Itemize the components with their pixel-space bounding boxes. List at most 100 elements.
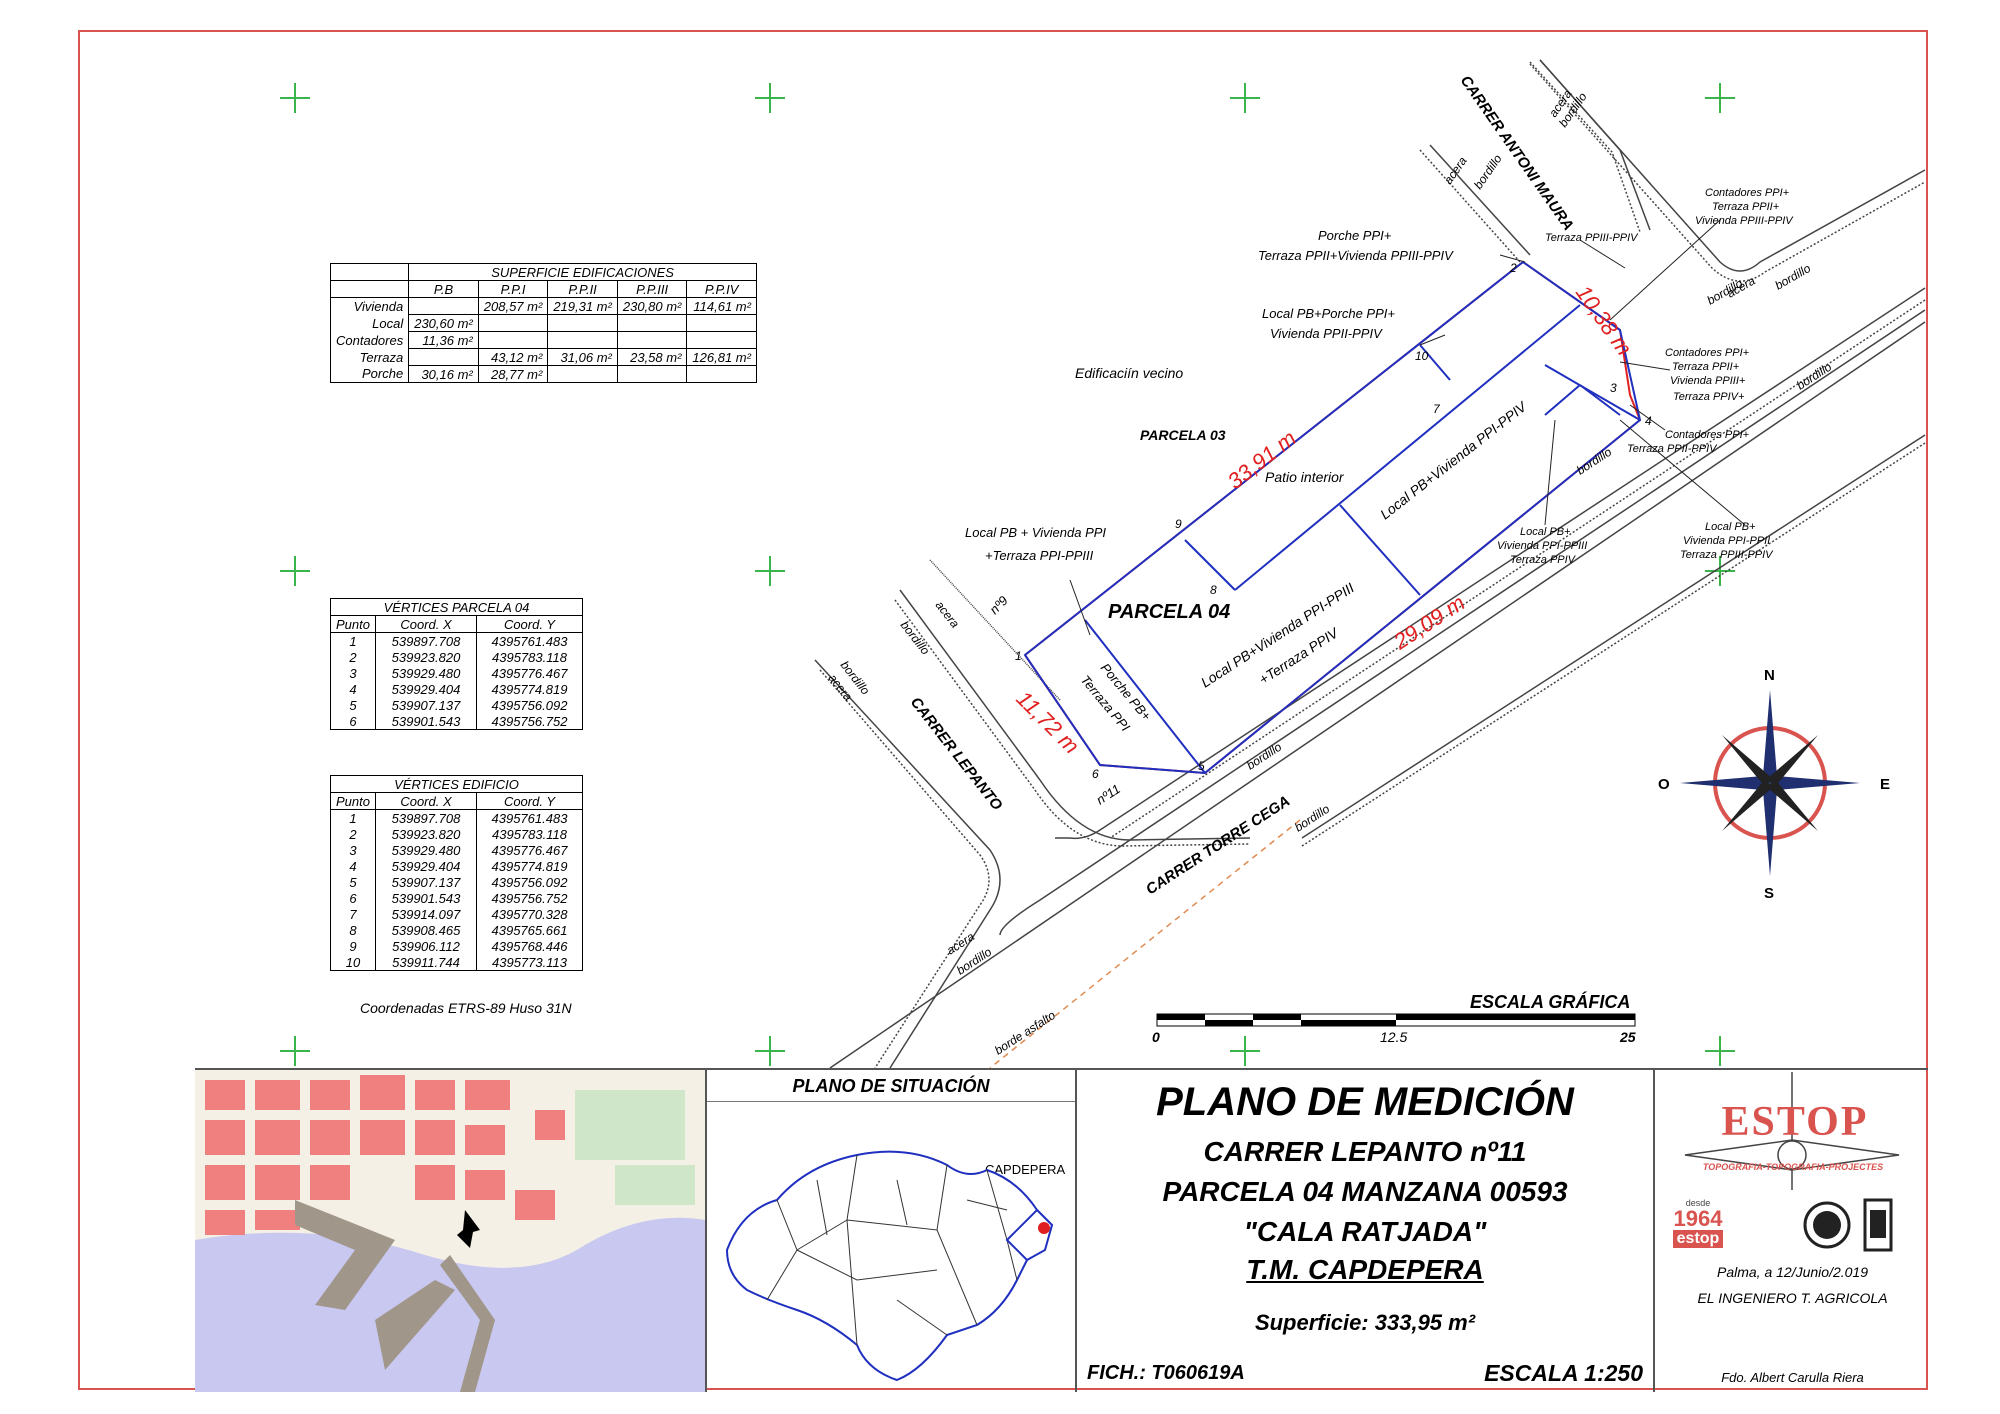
callout-text: Contadores PPI+ <box>1705 187 1790 199</box>
neighbour-label: Edificaciín vecino <box>1075 365 1183 381</box>
table-cell: 539906.112 <box>374 938 477 954</box>
leader-line <box>1619 419 1746 526</box>
callout-text: Local PB+ <box>1520 526 1571 538</box>
table-row: Porche 30,16 m² 28,77 m² <box>329 365 757 383</box>
street-line <box>1301 434 1926 839</box>
scale-bar <box>1156 1013 1636 1027</box>
curb-line <box>819 669 990 1069</box>
leader-line <box>1544 419 1556 526</box>
scale-tick: 12.5 <box>1380 1029 1407 1045</box>
title-block: PLANO DE SITUACIÓN CAPDEPERA PLANO DE ME… <box>195 1068 1928 1392</box>
table-cell: 539901.543 <box>374 890 477 906</box>
coordinate-note: Coordenadas ETRS-89 Huso 31N <box>360 1000 572 1016</box>
grid-cross <box>280 1036 310 1066</box>
street-line <box>1429 144 1531 256</box>
table-cell: 539907.137 <box>374 697 477 713</box>
leader-line <box>1499 254 1526 263</box>
edificio-vertices-table: VÉRTICES EDIFICIO Punto Coord. X Coord. … <box>330 775 583 971</box>
callout-text: Vivienda PPIII-PPIV <box>1695 215 1794 227</box>
bordillo-label: bordillo <box>898 618 933 657</box>
acera-label: acera <box>933 598 963 631</box>
leader-line <box>1069 579 1091 636</box>
table-cell: 539929.404 <box>374 681 477 697</box>
curb-line <box>1109 299 1926 839</box>
leader-line <box>1419 334 1446 346</box>
col-header: P.P.IV <box>686 280 757 298</box>
patio-label: Patio interior <box>1265 469 1345 485</box>
street-number: nº9 <box>987 593 1011 617</box>
street-number: nº11 <box>1093 781 1123 807</box>
street-line <box>829 321 1926 1069</box>
table-cell: 208,57 m² <box>477 297 549 315</box>
row-label: Local <box>329 314 410 332</box>
table-cell: 539929.480 <box>374 665 477 681</box>
scale-bar-title: ESCALA GRÁFICA <box>1470 991 1630 1012</box>
curb-line <box>894 599 1251 847</box>
callout-text: Vivienda PPI-PPII <box>1683 535 1770 547</box>
table-cell: 4395756.092 <box>475 874 583 890</box>
table-cell: 126,81 m² <box>686 348 757 366</box>
callout-text: Vivienda PPI-PPIII <box>1497 540 1587 552</box>
table-cell: 4395776.467 <box>475 665 583 681</box>
certification-badges <box>1803 1198 1893 1252</box>
locality-line: "CALA RATJADA" <box>1243 1216 1487 1247</box>
callout-text: Vivienda PPII-PPIV <box>1270 326 1383 341</box>
borde-asfalto-line <box>989 819 1301 1069</box>
building-wall <box>1419 344 1451 381</box>
table-cell: 4395756.092 <box>475 697 583 713</box>
title-cell: PLANO DE MEDICIÓN CARRER LEPANTO nº11 PA… <box>1075 1070 1653 1392</box>
row-label: Terraza <box>329 348 410 366</box>
row-label: Vivienda <box>329 297 410 315</box>
capdepera-label: CAPDEPERA <box>985 1162 1066 1177</box>
company-tagline: TOPOGRAFIA-TOPOGRAFIA-PROJECTES <box>1702 1162 1884 1172</box>
drawing-frame <box>78 30 1928 1390</box>
superficie-table: SUPERFICIE EDIFICACIONES P.B P.P.I P.P.I… <box>329 263 757 383</box>
callout-text: Local PB+ <box>1705 521 1756 533</box>
compass-n: N <box>1764 667 1775 684</box>
table-cell: 4395768.446 <box>475 938 583 954</box>
table-cell: 4395756.752 <box>475 713 583 730</box>
curb-line <box>1529 63 1926 282</box>
scale-text: ESCALA 1:250 <box>1484 1360 1643 1386</box>
location-marker-icon <box>1038 1222 1050 1234</box>
table-cell: 4395770.328 <box>475 906 583 922</box>
callout-text: Terraza PPIII-PPIV <box>1680 549 1774 561</box>
leader-line <box>1629 404 1666 431</box>
table-cell: 4395773.113 <box>475 954 583 971</box>
compass-o: O <box>1658 776 1670 793</box>
col-header: Punto <box>330 792 376 810</box>
callout-text: Terraza PPII-PPIV <box>1627 443 1718 455</box>
table-cell: 539929.404 <box>374 858 477 874</box>
table-row: Contadores 11,36 m² <box>329 331 757 349</box>
table-row: Vivienda 208,57 m² 219,31 m² 230,80 m² 1… <box>329 297 757 315</box>
building-wall <box>1184 539 1236 591</box>
table-cell: 539907.137 <box>374 874 477 890</box>
street-label: CARRER TORRE CEGA <box>1143 793 1293 899</box>
col-header: P.P.III <box>616 280 688 298</box>
north-arrow-icon <box>1680 690 1860 876</box>
grid-cross <box>280 83 310 113</box>
grid-cross <box>1705 1036 1735 1066</box>
vertex-number: 3 <box>1610 381 1617 395</box>
acera-label: acera <box>1441 154 1470 187</box>
since-brand: estop <box>1673 1230 1723 1248</box>
superficie-line: Superficie: 333,95 m² <box>1254 1310 1476 1335</box>
callout-text: Local PB + Vivienda PPI <box>965 525 1106 540</box>
callout-text: Terraza PPII+ <box>1712 201 1780 213</box>
curb-line <box>1529 61 1641 233</box>
municipality-line: T.M. CAPDEPERA <box>1246 1254 1484 1285</box>
table-cell: 4395774.819 <box>475 681 583 697</box>
parcel-line: PARCELA 04 MANZANA 00593 <box>1162 1176 1568 1207</box>
dimension-label: 11,72 m <box>1011 686 1084 759</box>
bordillo-label: bordillo <box>1574 445 1614 478</box>
table-cell: 4395776.467 <box>475 842 583 858</box>
vertex-number: 2 <box>1509 261 1517 275</box>
table-cell: 4395774.819 <box>475 858 583 874</box>
bordillo-label: bordillo <box>1471 152 1505 192</box>
